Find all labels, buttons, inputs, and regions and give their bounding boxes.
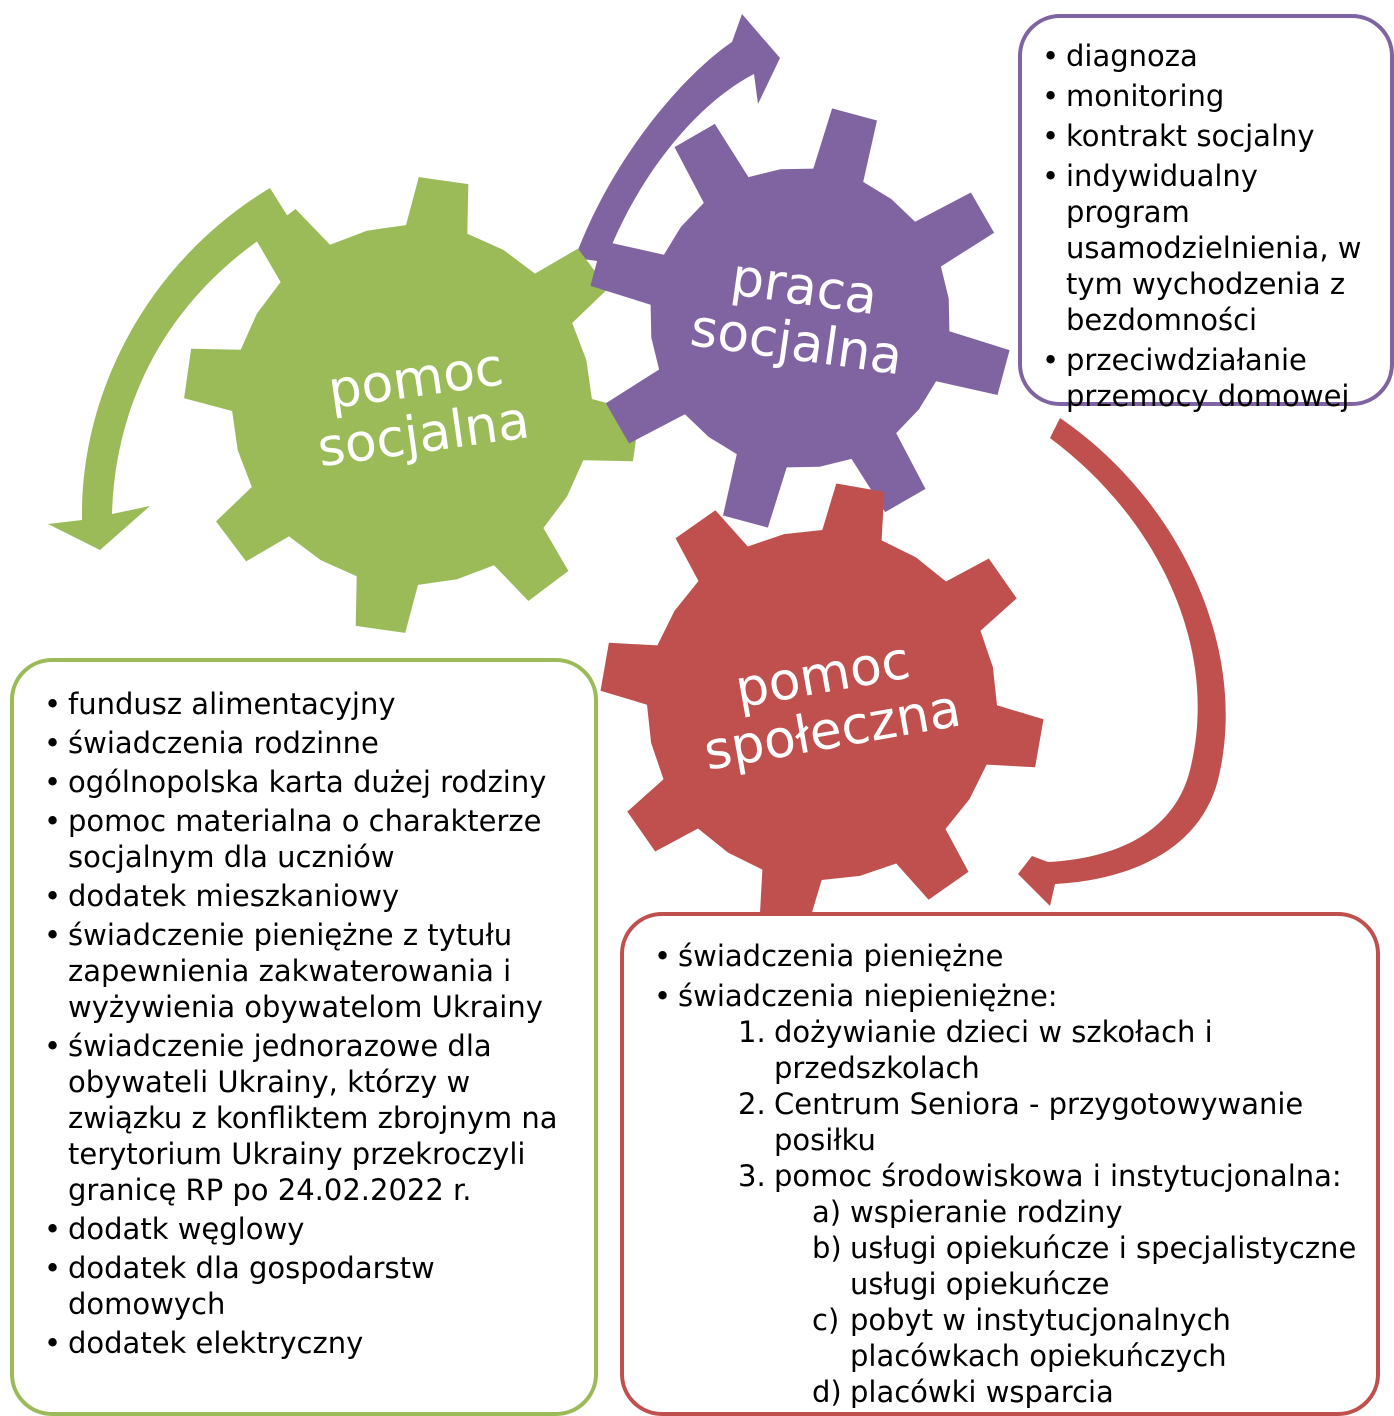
item-letter: d) <box>812 1375 842 1409</box>
lettered-item: b) usługi opiekuńcze i specjalistyczne u… <box>812 1230 1364 1302</box>
item-number: 3. <box>738 1159 766 1193</box>
item-text: Centrum Seniora - przygotowywanie posiłk… <box>774 1087 1304 1157</box>
item-text: wspieranie rodziny <box>850 1195 1123 1229</box>
list-item: indywidualny program usamodzielnienia, w… <box>1042 158 1376 338</box>
list-item: dodatk węglowy <box>44 1211 582 1247</box>
list-item: ogólnopolska karta dużej rodziny <box>44 764 582 800</box>
praca-socjalna-box: diagnoza monitoring kontrakt socjalny in… <box>1018 14 1394 413</box>
numbered-item: 2. Centrum Seniora - przygotowywanie pos… <box>738 1086 1364 1158</box>
list-item: dodatek dla gospodarstw domowych <box>44 1250 582 1322</box>
green-curved-arrow <box>48 188 290 550</box>
item-text: pomoc środowiskowa i instytucjonalna: <box>774 1159 1342 1193</box>
item-number: 1. <box>738 1015 766 1049</box>
lettered-item: a) wspieranie rodziny <box>812 1194 1364 1230</box>
list-item: świadczenia rodzinne <box>44 725 582 761</box>
purple-curved-arrow <box>575 14 780 262</box>
item-letter: a) <box>812 1195 842 1229</box>
pomoc-spoleczna-box: świadczenia pieniężne świadczenia niepie… <box>620 912 1380 1416</box>
lettered-item: c) pobyt w instytucjonalnych placówkach … <box>812 1302 1364 1374</box>
pomoc-socjalna-gear <box>184 177 640 633</box>
list-item: dodatek elektryczny <box>44 1325 582 1361</box>
red-curved-arrow <box>1018 418 1226 906</box>
list-item: monitoring <box>1042 78 1376 114</box>
pomoc-socjalna-box: fundusz alimentacyjny świadczenia rodzin… <box>10 658 598 1416</box>
item-text: placówki wsparcia <box>850 1375 1114 1409</box>
lettered-item: d) placówki wsparcia <box>812 1374 1364 1410</box>
pomoc-spoleczna-gear <box>600 483 1044 927</box>
list-item: fundusz alimentacyjny <box>44 686 582 722</box>
item-number: 2. <box>738 1087 766 1121</box>
list-item: pomoc materialna o charakterze socjalnym… <box>44 803 582 875</box>
item-text: dożywianie dzieci w szkołach i przedszko… <box>774 1015 1213 1085</box>
numbered-item: 1. dożywianie dzieci w szkołach i przeds… <box>738 1014 1364 1086</box>
list-item: świadczenia niepieniężne: 1. dożywianie … <box>654 978 1364 1410</box>
list-item: świadczenie pieniężne z tytułu zapewnien… <box>44 917 582 1025</box>
item-letter: b) <box>812 1231 842 1265</box>
numbered-item: 3. pomoc środowiskowa i instytucjonalna:… <box>738 1158 1364 1410</box>
list-item: przeciwdziałanie przemocy domowej <box>1042 342 1376 414</box>
item-text: usługi opiekuńcze i specjalistyczne usłu… <box>850 1231 1357 1301</box>
item-text: pobyt w instytucjonalnych placówkach opi… <box>850 1303 1231 1373</box>
list-item: kontrakt socjalny <box>1042 118 1376 154</box>
list-item: dodatek mieszkaniowy <box>44 878 582 914</box>
item-letter: c) <box>812 1303 840 1337</box>
list-item: świadczenie jednorazowe dla obywateli Uk… <box>44 1028 582 1208</box>
praca-socjalna-gear <box>590 108 1010 528</box>
list-item-label: świadczenia niepieniężne: <box>678 979 1058 1013</box>
list-item: świadczenia pieniężne <box>654 938 1364 974</box>
list-item: diagnoza <box>1042 38 1376 74</box>
